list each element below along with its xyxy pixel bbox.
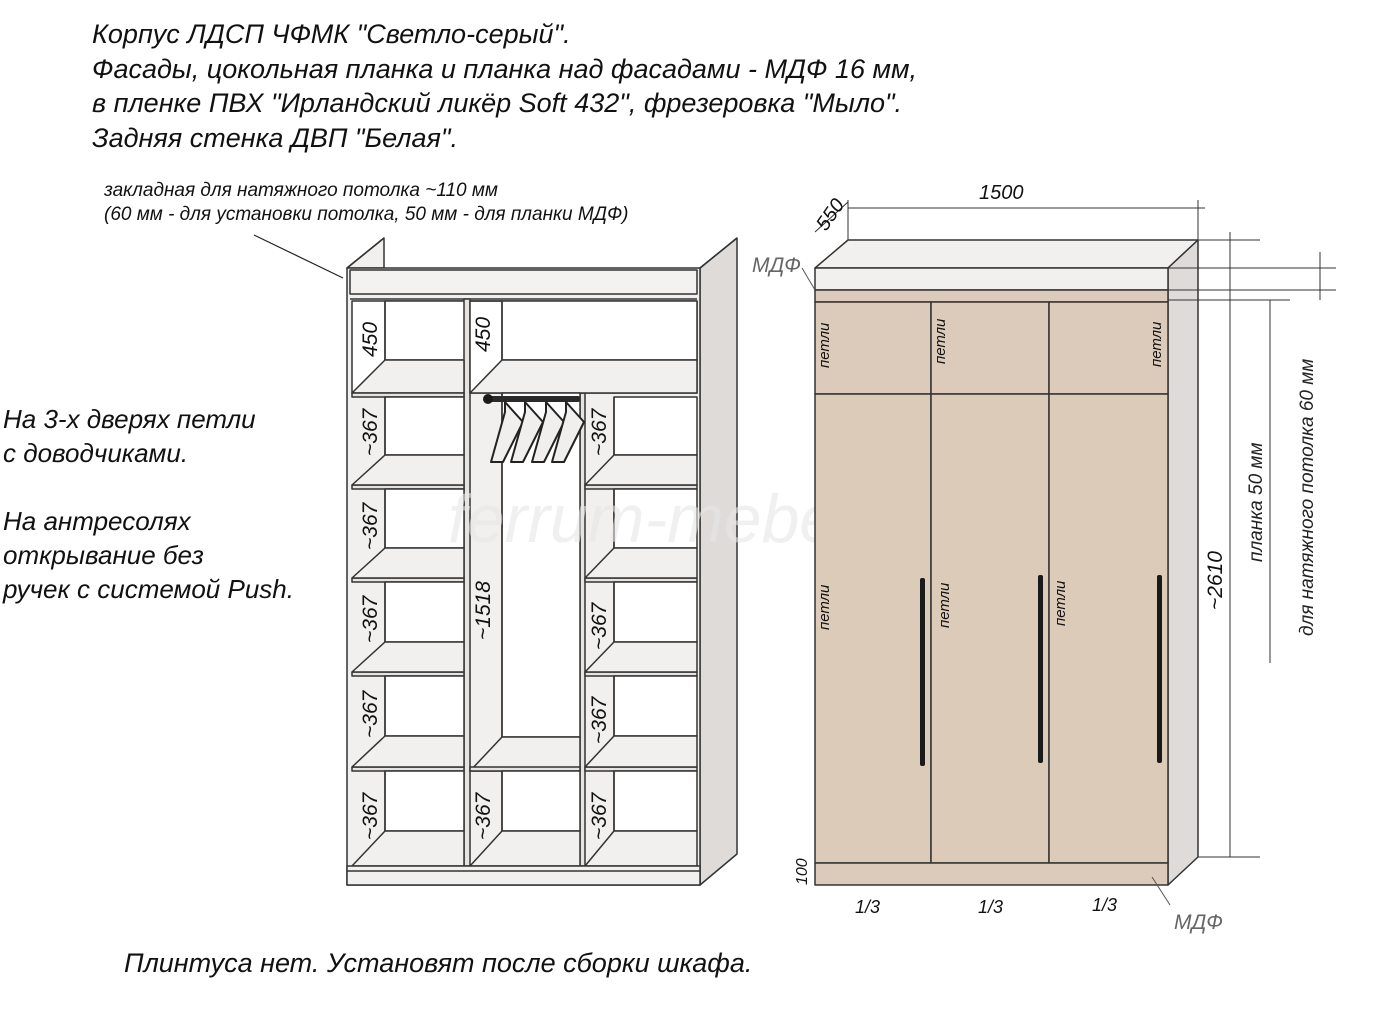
left-mezz-height: 450 — [359, 322, 382, 357]
interior-right-side — [699, 237, 738, 886]
mid-mezz-height: 450 — [472, 317, 495, 352]
door-fraction-2: 1/3 — [978, 897, 1003, 917]
ceiling-note-line-1: закладная для натяжного потолка ~110 мм — [104, 180, 498, 201]
shelf-height: ~367 — [588, 407, 611, 456]
interior-labels: 450 450 ~1518 ~367 ~367 ~367 ~367 ~367 ~… — [359, 317, 611, 840]
hinges-note-1: На 3-х дверях петли — [3, 404, 256, 434]
interior-view — [253, 234, 738, 886]
shelf-height: ~367 — [359, 594, 382, 643]
plinth-height-label: 100 — [794, 858, 811, 885]
depth-dim: 550 — [812, 195, 849, 235]
main-door-3 — [1048, 393, 1169, 864]
door-fraction-1: 1/3 — [855, 897, 880, 917]
width-dim: 1500 — [979, 182, 1024, 204]
front-top-slope — [814, 239, 1199, 269]
spec-line-3: в пленке ПВХ "Ирландский ликёр Soft 432"… — [92, 88, 903, 118]
footer-note: Плинтуса нет. Установят после сборки шка… — [124, 948, 753, 978]
door-fraction-3: 1/3 — [1092, 895, 1117, 915]
front-plinth — [814, 862, 1169, 886]
clothes-rail — [483, 394, 585, 463]
ceiling-strip-note: для натяжного потолка 60 мм — [1297, 359, 1318, 636]
hinges-label: петли — [816, 322, 833, 368]
main-door-2 — [930, 393, 1050, 864]
mdf-bottom-label: МДФ — [1174, 911, 1223, 934]
main-door-1 — [814, 393, 932, 864]
push-note-2: открывание без — [3, 540, 204, 570]
hinges-label: петли — [816, 584, 833, 630]
push-note-1: На антресолях — [3, 506, 191, 536]
height-dim: ~2610 — [1204, 551, 1227, 610]
hinges-label: петли — [1148, 321, 1165, 367]
hinges-label: петли — [932, 318, 949, 364]
hinges-label: петли — [936, 582, 953, 628]
shelf-height: ~367 — [359, 689, 382, 738]
front-mdf-strip — [814, 289, 1169, 303]
shelf-height: ~367 — [359, 791, 382, 840]
shelf-height: ~367 — [472, 791, 495, 840]
strip-note: планка 50 мм — [1246, 443, 1267, 562]
front-view — [814, 239, 1199, 886]
interior-plinth — [346, 865, 701, 886]
door-handles — [920, 575, 1162, 766]
shelf-height: ~367 — [359, 501, 382, 550]
partition-left — [463, 298, 471, 867]
mezz-door-3 — [1048, 301, 1169, 395]
hinges-label: петли — [1052, 580, 1069, 626]
right-cells-backs — [613, 396, 698, 832]
hanging-height: ~1518 — [472, 581, 495, 640]
front-right-side — [1167, 239, 1199, 886]
ceiling-strip — [349, 269, 698, 295]
right-cells-floors — [584, 454, 698, 867]
hinges-note-2: с доводчиками. — [3, 438, 189, 468]
spec-line-1: Корпус ЛДСП ЧФМК "Светло-серый". — [92, 19, 571, 49]
shelf-height: ~367 — [588, 791, 611, 840]
mdf-top-label: МДФ — [752, 254, 801, 277]
left-cells-backs — [384, 396, 465, 832]
spec-line-2: Фасады, цокольная планка и планка над фа… — [92, 54, 917, 84]
spec-line-4: Задняя стенка ДВП "Белая". — [92, 123, 458, 153]
mezz-door-1 — [814, 301, 932, 395]
ceiling-note-leader — [253, 234, 344, 279]
push-note-3: ручек с системой Push. — [3, 574, 294, 604]
shelf-height: ~367 — [588, 695, 611, 744]
ceiling-note-line-2: (60 мм - для установки потолка, 50 мм - … — [104, 204, 629, 225]
front-top-strip — [814, 267, 1169, 291]
shelf-height: ~367 — [588, 601, 611, 650]
shelf-height: ~367 — [359, 407, 382, 456]
dimension-lines — [801, 200, 1336, 906]
